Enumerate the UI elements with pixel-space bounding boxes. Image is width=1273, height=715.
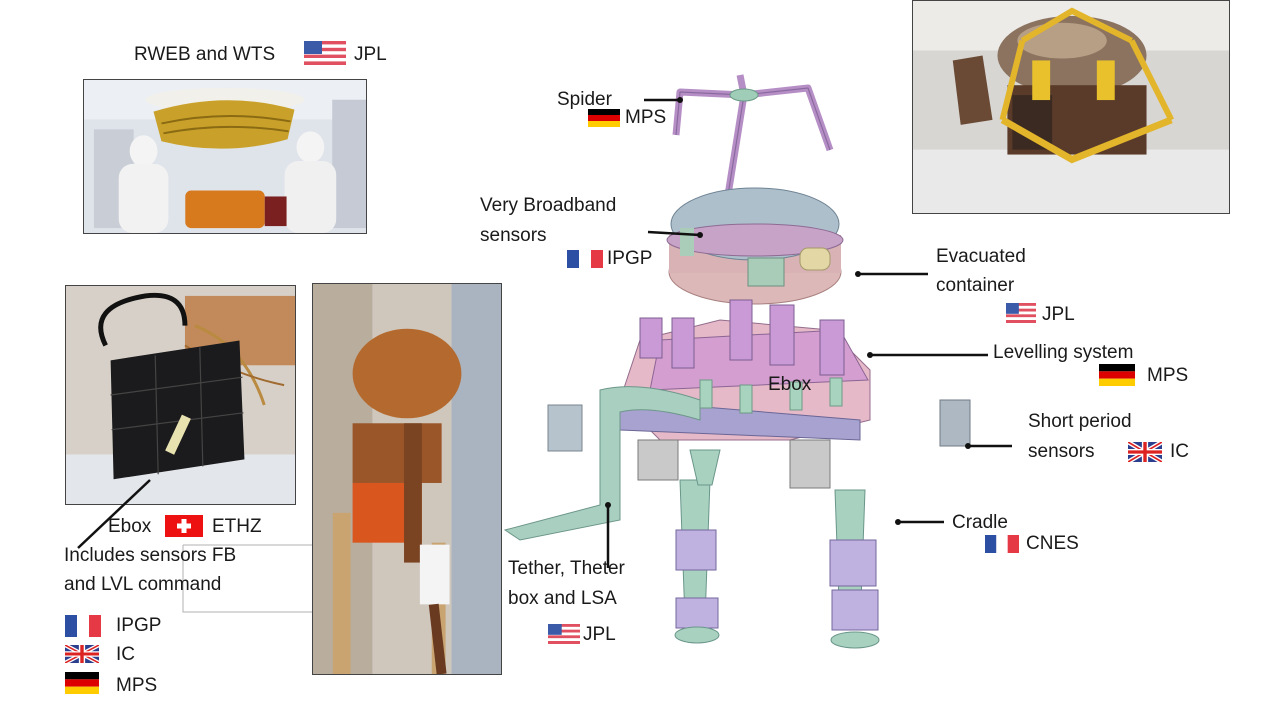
- label-ebox-left: Ebox: [108, 516, 152, 537]
- label-spider-org: MPS: [625, 107, 667, 128]
- switzerland-flag: [165, 515, 203, 537]
- france-flag: [567, 250, 603, 268]
- label-evac-line1: Evacuated: [936, 246, 1026, 267]
- legend-org-mps: MPS: [116, 675, 158, 696]
- photo-rweb-wts: [83, 79, 367, 234]
- photo-tether: [312, 283, 502, 675]
- photo-seis-gold: [912, 0, 1230, 214]
- label-rweb-org: JPL: [354, 44, 387, 65]
- usa-flag: [1006, 303, 1036, 323]
- usa-flag: [304, 41, 346, 65]
- label-ebox-left-org: ETHZ: [212, 516, 262, 537]
- label-levelling-org: MPS: [1147, 365, 1189, 386]
- label-includes-line2: and LVL command: [64, 574, 222, 595]
- uk-flag: [1128, 442, 1162, 462]
- photo-ebox: [65, 285, 296, 505]
- label-vbb-line2: sensors: [480, 225, 547, 246]
- label-ebox-center: Ebox: [768, 374, 812, 395]
- label-levelling: Levelling system: [993, 342, 1134, 363]
- label-tether-line2: box and LSA: [508, 588, 617, 609]
- label-sp-line2: sensors: [1028, 441, 1095, 462]
- leader-lines: [77, 98, 1012, 568]
- label-includes-line1: Includes sensors FB: [64, 545, 237, 566]
- label-evac-line2: container: [936, 275, 1015, 296]
- legend-germany-flag: [65, 672, 99, 694]
- legend-org-ic: IC: [116, 644, 135, 665]
- legend-org-ipgp: IPGP: [116, 615, 162, 636]
- label-tether-line1: Tether, Theter: [508, 558, 625, 579]
- label-cradle: Cradle: [952, 512, 1008, 533]
- label-tether-org: JPL: [583, 624, 616, 645]
- france-flag: [985, 535, 1019, 553]
- label-sp-line1: Short period: [1028, 411, 1132, 432]
- label-spider: Spider: [557, 89, 612, 110]
- germany-flag: [1099, 364, 1135, 386]
- legend-france-flag: [65, 615, 101, 637]
- label-evac-org: JPL: [1042, 304, 1075, 325]
- label-sp-org: IC: [1170, 441, 1189, 462]
- label-vbb-line1: Very Broadband: [480, 195, 617, 216]
- label-vbb-org: IPGP: [607, 248, 653, 269]
- usa-flag: [548, 624, 580, 644]
- label-cradle-org: CNES: [1026, 533, 1079, 554]
- tether-ribbon: [503, 386, 701, 541]
- germany-flag: [588, 109, 620, 127]
- legend-uk-flag: [65, 645, 99, 663]
- short-period-box: [939, 399, 971, 447]
- label-rweb-wts: RWEB and WTS: [134, 44, 276, 65]
